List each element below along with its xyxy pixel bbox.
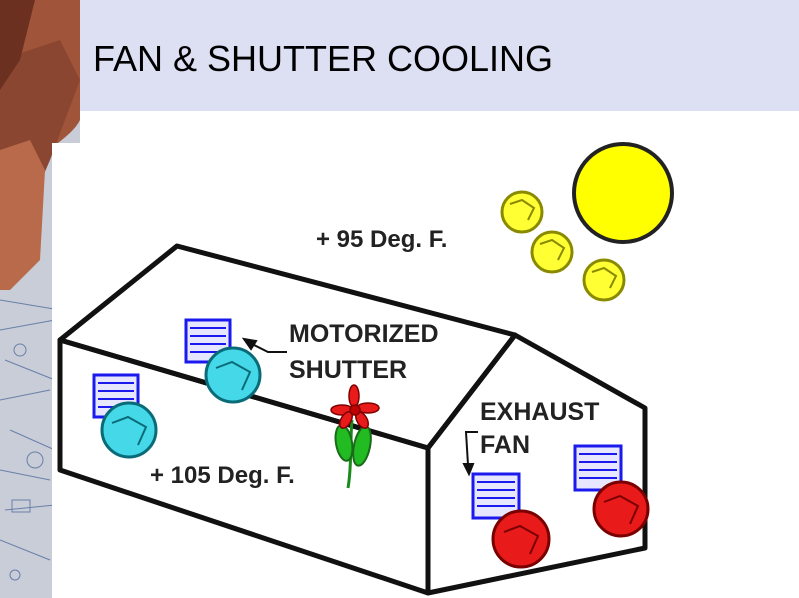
heat-ray-icon bbox=[500, 190, 626, 302]
exhaust-label-line2: FAN bbox=[480, 431, 530, 459]
sun-icon bbox=[572, 142, 674, 244]
exhaust-label-line1: EXHAUST bbox=[480, 398, 599, 426]
motorized-label-line2: SHUTTER bbox=[289, 356, 407, 384]
flower-icon bbox=[330, 384, 380, 489]
arrow-icon bbox=[462, 431, 478, 477]
inside-temp-label: + 105 Deg. F. bbox=[150, 462, 295, 489]
slide-title: FAN & SHUTTER COOLING bbox=[93, 38, 554, 79]
greenhouse-outline bbox=[57, 243, 648, 596]
title-band bbox=[80, 0, 799, 111]
motorized-label-line1: MOTORIZED bbox=[289, 320, 439, 348]
fan-icon bbox=[491, 480, 650, 569]
arrow-icon bbox=[241, 337, 287, 353]
cool-air-icon bbox=[100, 346, 262, 459]
outside-temp-label: + 95 Deg. F. bbox=[316, 226, 447, 253]
